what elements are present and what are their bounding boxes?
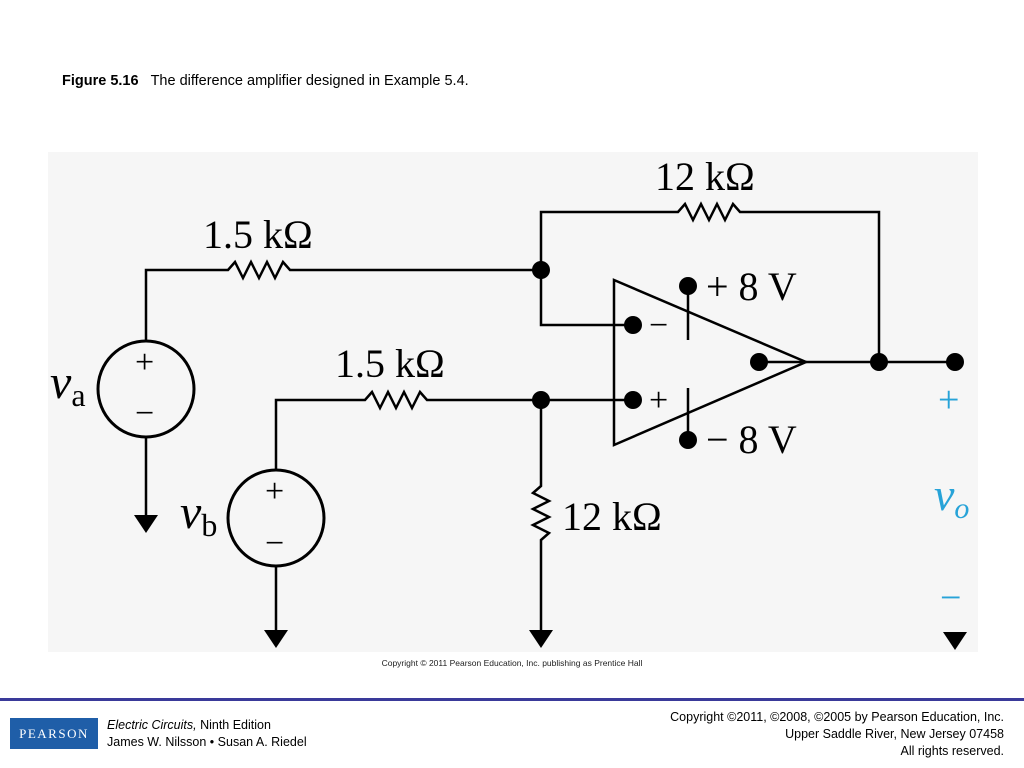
pearson-logo: PEARSON [10, 718, 98, 749]
source-a-label: va [50, 356, 86, 413]
source-b-subscript: b [201, 507, 217, 543]
output-plus-sign: + [938, 379, 959, 421]
source-a-symbol: v [50, 356, 72, 409]
node-negative-supply [679, 431, 697, 449]
inverting-input-wire [539, 270, 633, 327]
node-noninverting-junction [532, 391, 550, 409]
figure-caption-text: The difference amplifier designed in Exa… [150, 73, 469, 89]
figure-copyright: Copyright © 2011 Pearson Education, Inc.… [381, 658, 643, 668]
op-amp [612, 278, 810, 447]
output-voltage-label: vo [934, 469, 969, 525]
inverting-input-sign: − [649, 307, 668, 344]
book-title: Electric Circuits, [107, 718, 197, 732]
input-b-resistor-label: 1.5 kΩ [335, 341, 445, 386]
circuit-diagram-panel: 12 kΩ 1.5 kΩ 1.5 kΩ 12 kΩ + 8 V − 8 V − … [48, 152, 978, 652]
source-a-plus-sign: + [135, 344, 154, 381]
feedback-wire [539, 201, 881, 362]
figure-caption: Figure 5.16 The difference amplifier desi… [62, 73, 469, 89]
node-opamp-output [750, 353, 768, 371]
output-subscript: o [954, 492, 969, 525]
circuit-diagram: 12 kΩ 1.5 kΩ 1.5 kΩ 12 kΩ + 8 V − 8 V − … [50, 154, 969, 650]
footer-divider [0, 698, 1024, 701]
publisher-copyright: Copyright ©2011, ©2008, ©2005 by Pearson… [670, 709, 1004, 760]
ground-resistor-wire [530, 400, 552, 630]
input-b-wire [274, 389, 633, 470]
source-vb [226, 468, 326, 568]
source-va [96, 339, 196, 439]
source-b-minus-sign: − [265, 525, 284, 562]
negative-supply-label: − 8 V [706, 417, 797, 462]
node-feedback [532, 261, 550, 279]
source-b-symbol: v [180, 486, 202, 539]
figure-number: Figure 5.16 [62, 73, 139, 89]
source-a-minus-sign: − [135, 395, 154, 432]
rights-reserved: All rights reserved. [900, 744, 1004, 758]
book-authors: James W. Nilsson • Susan A. Riedel [107, 735, 307, 749]
source-b-label: vb [180, 486, 217, 543]
node-noninverting-terminal [624, 391, 642, 409]
node-inverting-terminal [624, 316, 642, 334]
output-minus-sign: − [940, 577, 961, 619]
book-edition: Ninth Edition [196, 718, 271, 732]
feedback-resistor-label: 12 kΩ [655, 154, 755, 199]
ground-arrow-12k [529, 630, 553, 648]
publisher-address: Upper Saddle River, New Jersey 07458 [785, 727, 1004, 741]
book-title-line: Electric Circuits, Ninth Edition [107, 717, 307, 734]
node-positive-supply [679, 277, 697, 295]
ground-arrow-vb [264, 630, 288, 648]
ground-resistor-label: 12 kΩ [562, 494, 662, 539]
source-a-subscript: a [71, 377, 85, 413]
source-b-plus-sign: + [265, 473, 284, 510]
book-info: Electric Circuits, Ninth Edition James W… [107, 717, 307, 751]
noninverting-input-sign: + [649, 382, 668, 419]
copyright-line: Copyright ©2011, ©2008, ©2005 by Pearson… [670, 710, 1004, 724]
ground-arrow-output [943, 632, 967, 650]
node-output-terminal [946, 353, 964, 371]
output-symbol: v [934, 469, 955, 520]
positive-supply-label: + 8 V [706, 264, 797, 309]
node-output-junction [870, 353, 888, 371]
input-a-wire [144, 259, 541, 340]
ground-arrow-va [134, 515, 158, 533]
input-a-resistor-label: 1.5 kΩ [203, 212, 313, 257]
